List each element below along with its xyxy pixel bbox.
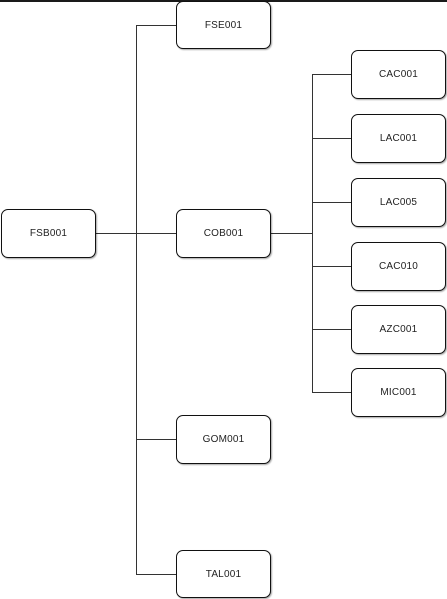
node-label: LAC005 — [379, 197, 418, 208]
node-label: TAL001 — [205, 568, 242, 580]
node-label: FSE001 — [204, 19, 243, 31]
node-cac010[interactable]: CAC010 — [351, 242, 446, 291]
node-fsb001[interactable]: FSB001 — [1, 209, 96, 258]
node-lac001[interactable]: LAC001 — [351, 114, 446, 163]
node-label: CAC010 — [379, 261, 418, 272]
node-label: AZC001 — [379, 324, 418, 335]
node-label: GOM001 — [202, 434, 245, 445]
node-cac001[interactable]: CAC001 — [351, 50, 446, 99]
node-fse001[interactable]: FSE001 — [176, 1, 271, 49]
node-label: LAC001 — [379, 133, 418, 144]
node-lac005[interactable]: LAC005 — [351, 178, 446, 227]
node-gom001[interactable]: GOM001 — [176, 415, 271, 464]
node-cob001[interactable]: COB001 — [176, 209, 271, 258]
node-mic001[interactable]: MIC001 — [351, 368, 446, 417]
node-label: CAC001 — [379, 69, 418, 80]
node-label: COB001 — [203, 228, 244, 239]
node-label: FSB001 — [29, 228, 68, 239]
node-label: MIC001 — [380, 387, 417, 398]
node-tal001[interactable]: TAL001 — [176, 550, 271, 598]
node-azc001[interactable]: AZC001 — [351, 305, 446, 354]
